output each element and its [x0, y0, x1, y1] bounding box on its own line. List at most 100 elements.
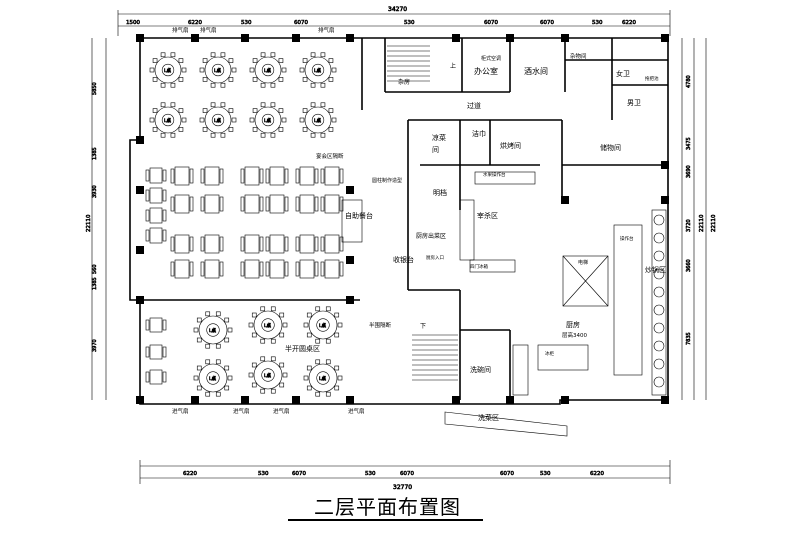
- dim-left-segment: 560: [92, 264, 98, 274]
- label-cold-dish: 凉菜: [432, 133, 446, 142]
- dim-bottom-segment: 6220: [183, 471, 197, 477]
- dim-bottom-segment: 6070: [292, 471, 306, 477]
- label-kitchen-height: 层高3400: [562, 331, 587, 339]
- dim-top-segment: 6070: [540, 20, 554, 26]
- label-beverage: 酒水间: [524, 66, 548, 76]
- freezer-row: [469, 259, 516, 273]
- table-label: L桌: [264, 322, 272, 329]
- column: [191, 34, 199, 42]
- wok-burner: [653, 340, 665, 352]
- dim-right-segment: 3475: [686, 137, 692, 150]
- column: [452, 34, 460, 42]
- rect-table: [145, 187, 167, 204]
- column: [136, 136, 144, 144]
- table-label: L桌: [314, 67, 322, 74]
- dim-top-segment: 530: [404, 20, 415, 26]
- column: [191, 396, 199, 404]
- table-label: L桌: [319, 322, 327, 329]
- table-label: L桌: [214, 67, 222, 74]
- rect-table: [265, 234, 289, 254]
- dim-bottom-segment: 530: [365, 471, 376, 477]
- dim-right-total: 22110: [699, 214, 705, 232]
- label-misc: 杂物间: [570, 52, 587, 60]
- label-kitchen: 厨房: [566, 320, 580, 329]
- label-half-partition: 半围隔断: [369, 321, 392, 329]
- label-walk-freezer: 四门冰箱: [470, 263, 488, 270]
- label-cold-dish-2: 间: [432, 146, 439, 154]
- table-label: L桌: [319, 375, 327, 382]
- dim-right-segment: 7835: [686, 332, 692, 345]
- dim-left-segment: 3930: [92, 185, 98, 198]
- column: [561, 396, 569, 404]
- rect-table: [295, 234, 319, 254]
- label-banquet-partition: 宴会区隔断: [316, 152, 344, 160]
- fruit-prep-table: [474, 171, 536, 185]
- label-pass-window: 明档: [433, 188, 447, 197]
- round-table: L桌: [248, 306, 288, 344]
- label-dishwash: 洗碗间: [470, 365, 491, 374]
- table-label: L桌: [209, 327, 217, 334]
- rect-table: [200, 166, 224, 186]
- drawing-title: 二层平面布置图: [314, 495, 461, 519]
- column: [661, 161, 669, 169]
- round-table: L桌: [149, 102, 187, 138]
- column: [506, 396, 514, 404]
- wok-burner: [653, 358, 665, 370]
- round-table: L桌: [193, 359, 233, 397]
- rect-table: [170, 166, 194, 186]
- label-round-zone: 半开圆桌区: [285, 344, 320, 353]
- title-underline: [288, 519, 483, 521]
- dim-left-segment: 5850: [92, 82, 98, 95]
- column: [661, 396, 669, 404]
- dim-left-segment: 1385: [92, 147, 98, 160]
- dim-right-segment: 3660: [686, 259, 692, 272]
- rect-table: [320, 259, 344, 279]
- table-label: L桌: [164, 117, 172, 124]
- column: [346, 396, 354, 404]
- dim-bottom-segment: 530: [540, 471, 551, 477]
- rect-table: [145, 317, 167, 333]
- dim-right-segment: 4780: [686, 75, 692, 88]
- wok-burner: [653, 322, 665, 334]
- table-label: L桌: [264, 67, 272, 74]
- label-bakery: 烘烤间: [500, 141, 521, 150]
- label-intake-fan: 进气扇: [348, 407, 365, 415]
- wok-burner: [653, 250, 665, 262]
- column: [561, 196, 569, 204]
- label-wall-ac: 柜式空调: [481, 55, 501, 62]
- dim-top-segment: 6220: [188, 20, 202, 26]
- column: [346, 296, 354, 304]
- rect-table: [320, 194, 344, 214]
- wok-burner: [653, 376, 665, 388]
- wok-burner: [653, 304, 665, 316]
- dim-bottom-total: 32770: [393, 484, 412, 491]
- round-table: L桌: [303, 359, 343, 397]
- dim-right-outer: 22110: [711, 214, 717, 232]
- column: [346, 186, 354, 194]
- rect-table: [240, 166, 264, 186]
- rect-table: [200, 234, 224, 254]
- label-linen: 洁巾: [472, 129, 486, 138]
- label-exhaust-fan: 排气扇: [200, 26, 217, 34]
- label-kitchen-entry: 厨房入口: [426, 254, 444, 261]
- rect-table: [265, 194, 289, 214]
- round-table: L桌: [193, 311, 233, 349]
- table-label: L桌: [209, 375, 217, 382]
- label-prep-table: 操作台: [620, 235, 634, 242]
- rect-table: [320, 234, 344, 254]
- rect-table: [145, 227, 167, 244]
- column: [136, 246, 144, 254]
- buffet-counter: [341, 199, 363, 243]
- column: [561, 34, 569, 42]
- label-freight-lift: 电梯: [578, 259, 588, 266]
- table-label: L桌: [314, 117, 322, 124]
- rect-table: [240, 234, 264, 254]
- rect-table: [170, 234, 194, 254]
- round-table: L桌: [199, 52, 237, 88]
- label-kitchen-out: 厨房出菜区: [416, 232, 446, 240]
- dim-bottom-segment: 530: [258, 471, 269, 477]
- round-table: L桌: [303, 306, 343, 344]
- column: [136, 186, 144, 194]
